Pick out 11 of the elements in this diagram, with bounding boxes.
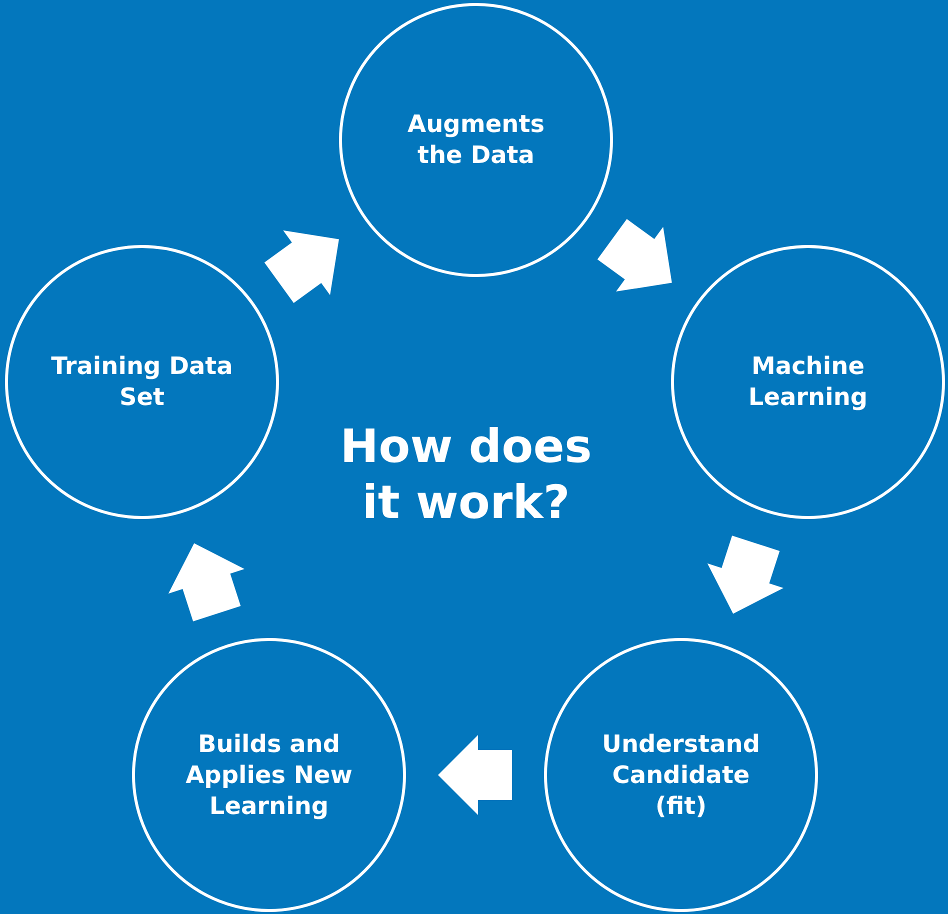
- node-label: Understand Candidate (fit): [600, 728, 762, 822]
- block-arrow: [168, 543, 244, 622]
- node-label: Training Data Set: [50, 351, 234, 413]
- node-label: Machine Learning: [747, 351, 869, 413]
- block-arrow: [264, 230, 339, 303]
- block-arrow: [438, 735, 512, 815]
- node-label: Builds and Applies New Learning: [184, 728, 354, 822]
- node-label: Augments the Data: [406, 109, 546, 171]
- diagram-title: How does it work?: [339, 418, 593, 530]
- block-arrow: [707, 536, 784, 614]
- block-arrow: [597, 219, 672, 292]
